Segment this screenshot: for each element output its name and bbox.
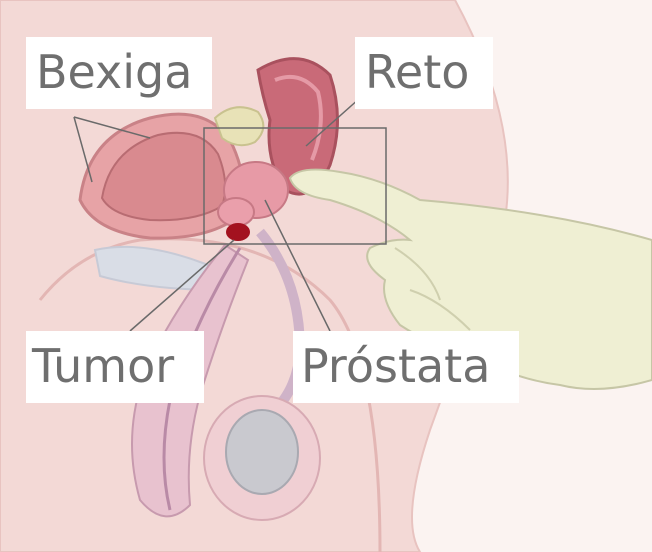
rectum-label: Reto bbox=[355, 37, 493, 109]
tumor-mass bbox=[226, 223, 250, 241]
bladder-label: Bexiga bbox=[26, 37, 212, 109]
testis bbox=[226, 410, 298, 494]
prostate-lobe bbox=[218, 198, 254, 226]
prostate-label: Próstata bbox=[293, 331, 519, 403]
tumor-label: Tumor bbox=[26, 331, 204, 403]
